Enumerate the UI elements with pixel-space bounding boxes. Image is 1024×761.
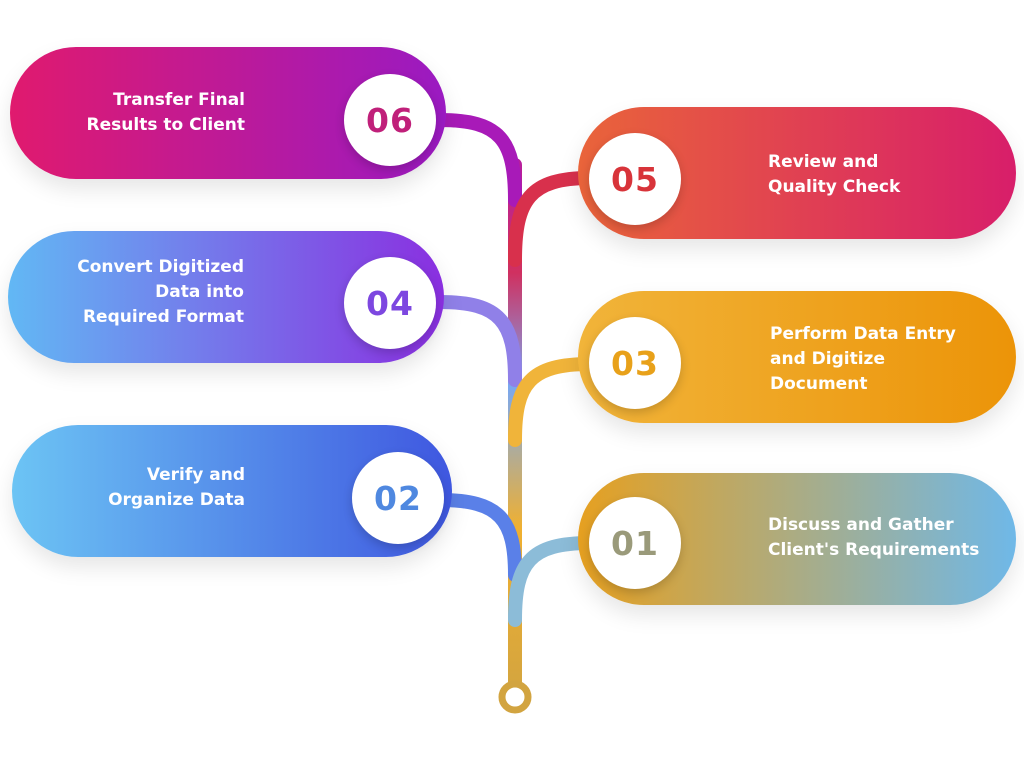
step-number-01: 01 (589, 497, 681, 589)
step-label-line: Verify and (146, 465, 245, 485)
connector-03 (508, 357, 597, 447)
step-label-line: Quality Check (768, 177, 901, 197)
step-label-line: Document (770, 374, 868, 394)
connector-02 (433, 493, 522, 582)
connector-01 (508, 536, 597, 627)
step-label-line: Client's Requirements (768, 540, 980, 560)
step-label-line: Data into (155, 282, 244, 302)
step-label-line: Discuss and Gather (768, 515, 954, 535)
step-label-line: Organize Data (108, 490, 245, 510)
connector-04 (433, 295, 522, 387)
connector-06 (433, 113, 522, 207)
step-label-line: Results to Client (86, 115, 245, 135)
step-label-line: and Digitize (770, 349, 885, 369)
step-number-06: 06 (344, 74, 436, 166)
step-label-line: Perform Data Entry (770, 324, 956, 344)
step-label-line: Review and (768, 152, 879, 172)
connector-05 (508, 171, 597, 267)
step-number-03: 03 (589, 317, 681, 409)
step-label-line: Convert Digitized (77, 257, 244, 277)
step-number-04: 04 (344, 257, 436, 349)
step-label-line: Required Format (82, 307, 244, 327)
step-number-05: 05 (589, 133, 681, 225)
end-node (498, 680, 532, 714)
step-label-line: Transfer Final (113, 90, 245, 110)
step-number-02: 02 (352, 452, 444, 544)
